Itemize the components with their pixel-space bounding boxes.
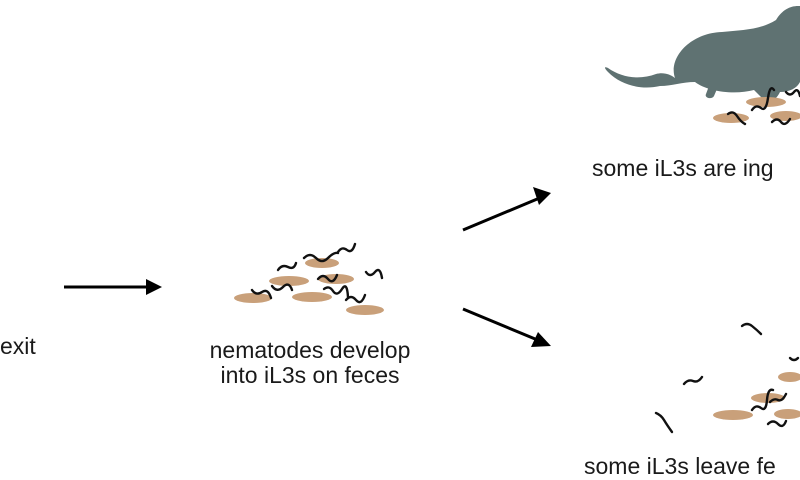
nematode-worm — [364, 268, 384, 280]
feces-pellet — [774, 409, 800, 419]
nematode-worm — [322, 285, 350, 299]
feces-pellet — [346, 305, 384, 315]
feces-pellet — [234, 293, 272, 303]
nematode-worm — [768, 392, 788, 404]
feces-cluster-top — [713, 97, 800, 123]
nematode-worm — [726, 111, 747, 126]
arrow-to-leave — [462, 307, 541, 343]
leave-caption: some iL3s leave fe — [584, 453, 776, 479]
arrow-to-leave-head — [531, 332, 551, 347]
nematode-worm — [302, 251, 340, 263]
nematode-worm — [740, 322, 763, 336]
feces-cluster-bottom — [713, 372, 800, 420]
mouse-icon — [605, 6, 800, 102]
nematode-worm — [316, 273, 339, 283]
nematode-worm — [770, 117, 792, 126]
nematode-worm — [788, 356, 800, 362]
arrow-to-ingested-head — [533, 187, 551, 205]
nematode-worm — [784, 89, 800, 98]
nematodes-top — [726, 87, 800, 126]
develop-caption-line-2: into iL3s on feces — [220, 362, 400, 388]
develop-caption: nematodes develop into iL3s on feces — [182, 338, 438, 388]
arrow-to-ingested — [462, 195, 543, 232]
develop-caption-line-1: nematodes develop — [209, 337, 411, 363]
nematode-worm — [270, 283, 294, 292]
nematodes-bottom — [654, 322, 800, 434]
feces-pellet — [292, 292, 332, 302]
feces-pellet — [746, 97, 786, 107]
nematode-worm — [336, 242, 357, 254]
nematode-worm — [344, 293, 367, 304]
nematode-worm — [750, 87, 776, 112]
nematode-worm — [654, 411, 674, 434]
nematode-worm — [750, 388, 775, 412]
feces-pellet — [713, 113, 749, 123]
nematodes-middle — [250, 242, 384, 304]
nematode-worm — [276, 261, 298, 272]
feces-pellet — [778, 372, 800, 382]
feces-cluster-middle — [234, 258, 384, 315]
exit-label: exit — [0, 333, 36, 359]
arrow-to-develop-head — [146, 279, 162, 295]
nematode-worm — [766, 419, 788, 428]
arrows — [64, 187, 551, 347]
feces-pellet — [713, 410, 753, 420]
feces-pellet — [269, 276, 309, 286]
feces-pellet — [305, 258, 339, 268]
nematode-worm — [682, 375, 704, 386]
nematode-worm — [250, 288, 273, 300]
ingested-caption: some iL3s are ing — [592, 155, 774, 181]
